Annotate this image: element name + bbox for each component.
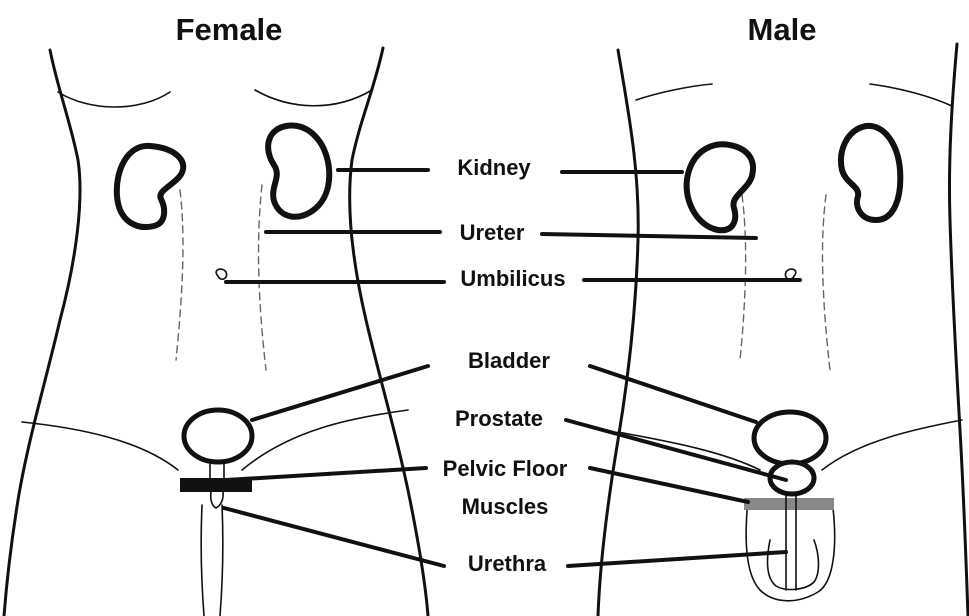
label-urethra: Urethra [468, 551, 547, 576]
male-heading: Male [748, 12, 817, 47]
female-heading: Female [176, 12, 283, 47]
label-pelvic-floor-line1: Pelvic Floor [443, 456, 568, 481]
label-ureter: Ureter [460, 220, 525, 245]
male-bladder [754, 412, 826, 464]
female-bladder [184, 410, 252, 462]
label-bladder: Bladder [468, 348, 550, 373]
label-kidney: Kidney [457, 155, 531, 180]
label-umbilicus: Umbilicus [460, 266, 565, 291]
female-kidney-right [268, 126, 329, 217]
label-pelvic-floor-line2: Muscles [462, 494, 549, 519]
male-pelvic-floor-muscles [744, 498, 834, 510]
label-prostate: Prostate [455, 406, 543, 431]
